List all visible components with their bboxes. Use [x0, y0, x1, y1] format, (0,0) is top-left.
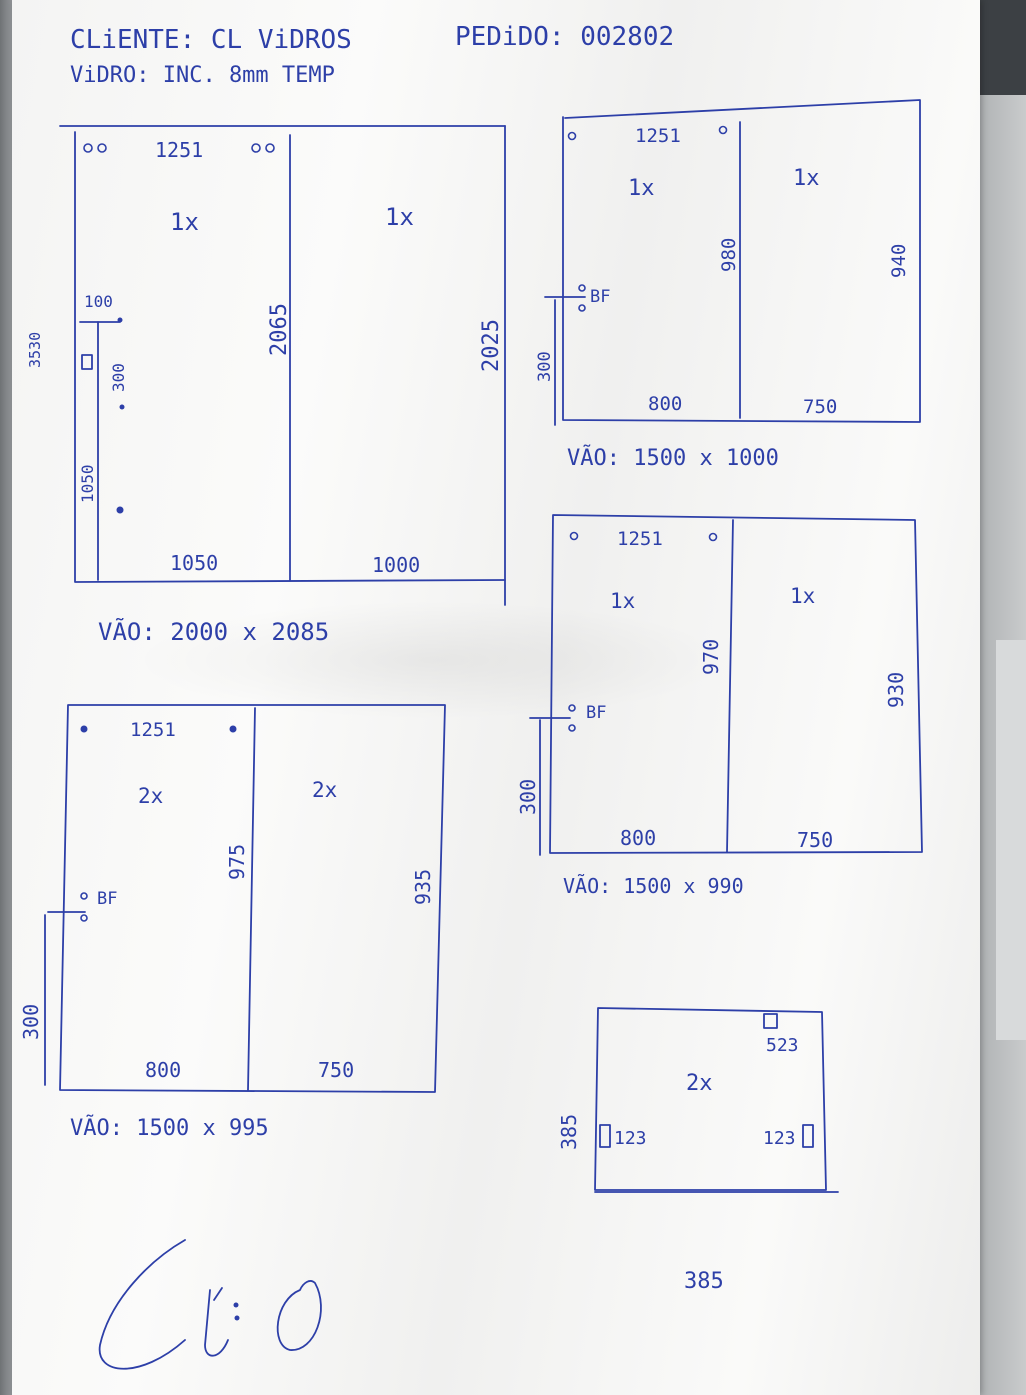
sketch-e-left-notch [599, 1124, 611, 1148]
sketch-e-left-code: 123 [614, 1128, 647, 1149]
sketch-b-span: VÃO: 1500 x 1000 [567, 444, 779, 471]
sketch-c-divider [247, 707, 256, 1091]
sketch-d-hinge-label: 1251 [617, 528, 663, 550]
hole-icon [567, 131, 577, 141]
signature-stroke [213, 1287, 223, 1301]
hole-icon [578, 304, 586, 312]
dot-icon [116, 506, 124, 514]
dot-icon [229, 725, 237, 733]
sketch-a-bottom-right: 1000 [372, 553, 420, 577]
sketch-b-left-qty: 1x [628, 176, 655, 201]
sketch-e: 2x 523 123 123 385 385 [557, 1007, 839, 1294]
sketch-a: 1251 1x 1x 100 3530 300 1050 2065 2025 1… [26, 125, 506, 646]
sketch-a-100-label: 100 [84, 292, 113, 311]
order-header: CLiENTE: CL ViDROS PEDiDO: 002802 ViDRO:… [70, 22, 674, 88]
sketch-a-right-qty: 1x [385, 203, 414, 231]
sketch-d-bf-label: BF [586, 703, 606, 723]
sketch-b-frame [562, 99, 921, 423]
sketch-d-right-height: 930 [884, 672, 908, 708]
sketch-c-left-qty: 2x [138, 784, 163, 808]
sketch-b-hinge-label: 1251 [635, 125, 681, 147]
signature-dot [233, 1302, 239, 1308]
sketch-a-bottom-left: 1050 [170, 551, 218, 575]
signature-stroke [276, 1280, 322, 1351]
sketch-c-bottom-left: 800 [145, 1058, 181, 1082]
dot-icon [117, 317, 123, 323]
sketch-e-width: 385 [684, 1269, 724, 1294]
sketch-e-qty: 2x [686, 1071, 713, 1096]
sketch-a-hinge-label: 1251 [155, 138, 203, 162]
sketch-c: 1251 2x 2x BF 300 975 935 800 750 VÃO: 1… [19, 704, 446, 1141]
sketch-a-mid-height: 2065 [267, 303, 292, 356]
sketch-b-300-label: 300 [535, 351, 555, 382]
background-light-object [996, 640, 1026, 1040]
sketch-e-frame [594, 1007, 827, 1191]
sketch-e-top-right-notch [763, 1013, 778, 1029]
signature-dot [234, 1315, 240, 1321]
sketch-a-left-height: 1050 [78, 464, 97, 503]
hole-icon [251, 143, 261, 153]
sketch-a-right-height: 2025 [479, 319, 504, 372]
hole-icon [80, 914, 88, 922]
sketch-a-3530-label: 3530 [26, 332, 44, 368]
sketch-d-mid-height: 970 [699, 639, 723, 675]
sketch-b-right-height: 940 [888, 244, 910, 278]
sketch-a-frame [74, 131, 506, 583]
sketch-b-bf-label: BF [590, 287, 610, 307]
sketch-d-left-qty: 1x [610, 589, 635, 613]
sketch-b-mid-height: 980 [718, 238, 740, 272]
sketch-d-frame [549, 514, 923, 854]
sketch-c-right-qty: 2x [312, 778, 337, 802]
hole-icon [265, 143, 275, 153]
hole-icon [568, 724, 576, 732]
sketch-b-bottom-right: 750 [803, 396, 837, 418]
sketch-e-height: 385 [557, 1114, 581, 1150]
hole-icon [80, 892, 88, 900]
sketch-c-bottom-right: 750 [318, 1058, 354, 1082]
sketch-a-lock-icon [81, 354, 93, 370]
hole-icon [97, 143, 107, 153]
sketch-e-right-notch [802, 1124, 814, 1148]
sketch-e-right-code: 123 [763, 1128, 796, 1149]
dot-icon [80, 725, 88, 733]
sketch-c-right-height: 935 [411, 869, 435, 905]
glass-spec-line: ViDRO: INC. 8mm TEMP [70, 63, 335, 88]
sketch-a-span: VÃO: 2000 x 2085 [98, 616, 329, 646]
hole-icon [578, 284, 586, 292]
sketch-b-bottom-left: 800 [648, 393, 682, 415]
sketch-c-bf-label: BF [97, 889, 117, 909]
sketch-d-bottom-right: 750 [797, 828, 833, 852]
signature-stroke [204, 1289, 229, 1357]
sketch-d-bottom-left: 800 [620, 826, 656, 850]
hole-icon [708, 532, 718, 542]
hole-icon [569, 531, 579, 541]
sketch-c-frame [59, 704, 446, 1093]
sketch-c-hinge-label: 1251 [130, 719, 176, 741]
sketch-d-300-label: 300 [516, 779, 540, 815]
client-line: CLiENTE: CL ViDROS [70, 25, 352, 55]
order-number: PEDiDO: 002802 [455, 22, 674, 52]
background-desk-left [0, 0, 14, 1395]
sketch-c-300-label: 300 [19, 1004, 43, 1040]
sketch-a-300-label: 300 [109, 363, 128, 392]
sketch-c-mid-height: 975 [225, 844, 249, 880]
sketch-d: 1251 1x 1x BF 300 970 930 800 750 VÃO: 1… [516, 514, 923, 898]
sketch-a-left-qty: 1x [170, 208, 199, 236]
sketch-b: 1251 1x 1x BF 300 980 940 800 750 VÃO: 1… [535, 99, 921, 471]
background-dark-object [976, 0, 1026, 95]
sketch-d-span: VÃO: 1500 x 990 [563, 874, 744, 898]
hole-icon [83, 143, 93, 153]
sketch-c-span: VÃO: 1500 x 995 [70, 1114, 269, 1141]
signature-stroke [98, 1239, 186, 1370]
hole-icon [718, 125, 728, 135]
dot-icon [119, 404, 125, 410]
hole-icon [568, 704, 576, 712]
sketch-e-top-right-code: 523 [766, 1035, 799, 1056]
sketch-b-right-qty: 1x [793, 166, 820, 191]
handwritten-signature [98, 1239, 322, 1370]
sketch-d-right-qty: 1x [790, 584, 815, 608]
sketch-d-divider [726, 519, 734, 853]
